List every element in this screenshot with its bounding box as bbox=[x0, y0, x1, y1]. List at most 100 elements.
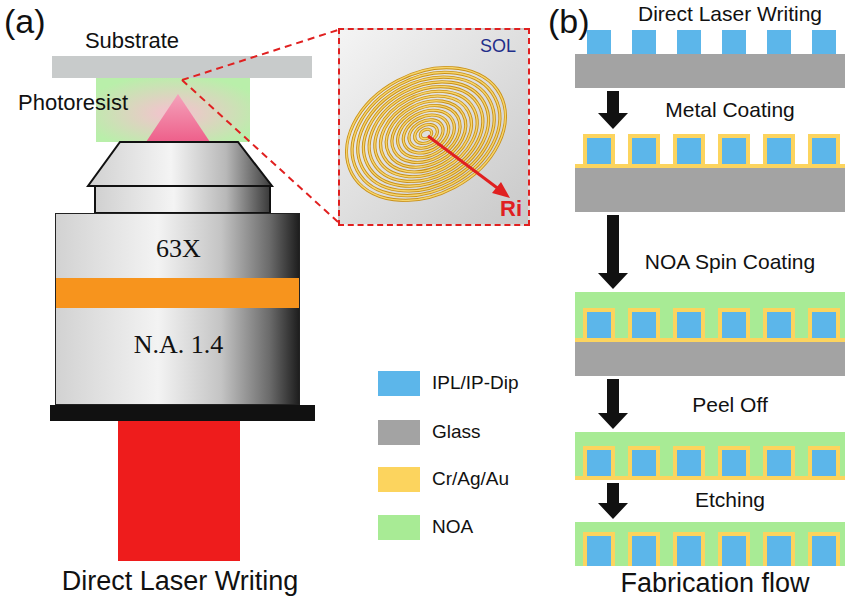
process-step: Metal Coating bbox=[575, 132, 845, 212]
metal-coating bbox=[718, 308, 750, 338]
radius-label: Ri bbox=[500, 196, 522, 221]
resist-pillar bbox=[722, 138, 746, 164]
resist-pillar bbox=[812, 30, 836, 54]
step-heading: Direct Laser Writing bbox=[638, 2, 822, 26]
panel-label: (a) bbox=[4, 2, 46, 41]
part-name: Photoresist bbox=[18, 90, 128, 115]
radius-arrowhead bbox=[492, 182, 510, 198]
spiral-lens bbox=[340, 30, 528, 224]
resist-pillar bbox=[677, 536, 701, 566]
flow-arrow bbox=[598, 483, 628, 519]
legend-swatch bbox=[378, 420, 420, 445]
resist-pillar bbox=[587, 30, 611, 54]
step-heading: Metal Coating bbox=[665, 98, 795, 122]
spiral-ring bbox=[340, 48, 521, 220]
metal-coating bbox=[583, 134, 615, 164]
glass-layer bbox=[575, 342, 845, 376]
metal-coating bbox=[763, 134, 795, 164]
resist-pillar bbox=[722, 536, 746, 566]
metal-coating bbox=[808, 134, 840, 164]
resist-pillar bbox=[632, 312, 656, 338]
resist-pillar bbox=[767, 536, 791, 566]
resist-pillar bbox=[587, 312, 611, 338]
legend-text: IPL/IP-Dip bbox=[432, 372, 519, 394]
noa-layer bbox=[575, 522, 845, 566]
metal-coating bbox=[808, 532, 840, 566]
laser-focus bbox=[146, 94, 210, 142]
metal-coating bbox=[628, 308, 660, 338]
legend-text: Cr/Ag/Au bbox=[432, 468, 509, 490]
metal-coating bbox=[583, 532, 615, 566]
resist-pillar bbox=[767, 450, 791, 476]
resist-pillar bbox=[767, 30, 791, 54]
process-step: NOA Spin Coating bbox=[575, 292, 845, 376]
cross-section bbox=[575, 522, 845, 566]
resist-pillar bbox=[812, 450, 836, 476]
metal-coating bbox=[718, 134, 750, 164]
metal-coating bbox=[808, 446, 840, 476]
metal-coating bbox=[673, 532, 705, 566]
substrate bbox=[52, 56, 312, 78]
front-lens bbox=[95, 186, 270, 213]
spiral-ring-highlight bbox=[340, 41, 528, 224]
resist-pillar bbox=[722, 30, 746, 54]
spiral-ring bbox=[367, 81, 484, 187]
metal-coating bbox=[628, 134, 660, 164]
metal-layer bbox=[575, 338, 845, 342]
step-heading: NOA Spin Coating bbox=[645, 250, 815, 274]
resist-pillar bbox=[677, 30, 701, 54]
cross-section bbox=[575, 30, 845, 88]
spiral-rings bbox=[340, 41, 528, 224]
resist-pillar bbox=[767, 138, 791, 164]
metal-coating bbox=[808, 308, 840, 338]
cross-section bbox=[575, 432, 845, 480]
resist-pillar bbox=[632, 138, 656, 164]
metal-layer bbox=[575, 164, 845, 168]
resist-pillar bbox=[812, 536, 836, 566]
spiral-ring-highlight bbox=[367, 81, 484, 187]
metal-coating bbox=[718, 446, 750, 476]
metal-coating bbox=[673, 446, 705, 476]
spiral-ring bbox=[340, 41, 528, 224]
resist-pillar bbox=[632, 30, 656, 54]
resist-pillar bbox=[677, 138, 701, 164]
resist-pillar bbox=[812, 312, 836, 338]
metal-coating bbox=[673, 308, 705, 338]
cross-section bbox=[575, 132, 845, 212]
glass-layer bbox=[575, 54, 845, 88]
metal-layer bbox=[575, 476, 845, 480]
metal-coating bbox=[583, 308, 615, 338]
inset-panel: SOL Ri bbox=[338, 28, 530, 226]
legend-swatch bbox=[378, 467, 420, 492]
panel-label: (b) bbox=[548, 2, 590, 41]
flow-arrow bbox=[598, 215, 628, 289]
resist-pillar bbox=[722, 450, 746, 476]
flow-arrow bbox=[598, 91, 628, 129]
legend-text: NOA bbox=[432, 516, 473, 538]
resist-pillar bbox=[587, 450, 611, 476]
objective-lens: 63X N.A. 1.4 bbox=[55, 213, 300, 405]
metal-coating bbox=[718, 532, 750, 566]
resist-pillar bbox=[812, 138, 836, 164]
resist-pillar bbox=[767, 312, 791, 338]
legend-swatch bbox=[378, 371, 420, 396]
step-heading: Etching bbox=[695, 488, 765, 512]
spiral-ring-highlight bbox=[340, 48, 521, 220]
part-name: Substrate bbox=[85, 28, 179, 53]
aperture-label: N.A. 1.4 bbox=[134, 330, 224, 360]
leader-line bbox=[182, 30, 338, 80]
process-step: Peel Off bbox=[575, 432, 845, 480]
radius-arrow bbox=[428, 136, 500, 190]
resist-pillar bbox=[677, 450, 701, 476]
panel-caption: Direct Laser Writing bbox=[62, 566, 299, 597]
resist-pillar bbox=[632, 450, 656, 476]
legend-swatch bbox=[378, 515, 420, 540]
resist-pillar bbox=[587, 536, 611, 566]
flow-arrow bbox=[598, 379, 628, 429]
inset-label: SOL bbox=[480, 36, 516, 57]
process-step: Direct Laser Writing bbox=[575, 30, 845, 88]
metal-coating bbox=[583, 446, 615, 476]
legend-text: Glass bbox=[432, 421, 481, 443]
magnification-label: 63X bbox=[156, 234, 201, 264]
glass-layer bbox=[575, 168, 845, 212]
